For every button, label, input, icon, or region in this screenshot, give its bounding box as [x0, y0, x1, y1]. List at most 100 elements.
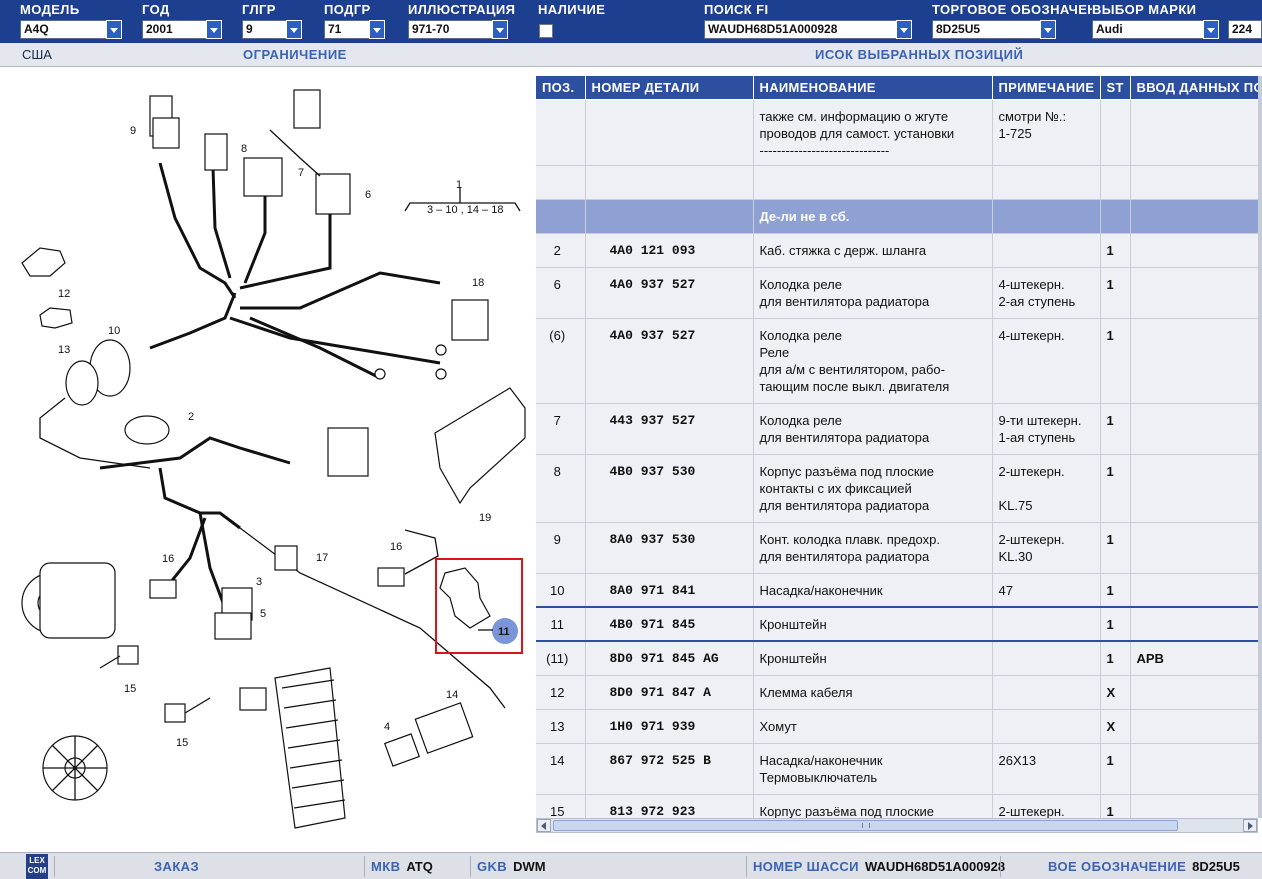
mkb-label: МКВ [371, 859, 401, 874]
diagram-label-15: 15 [124, 683, 136, 695]
illustration-select[interactable]: 971-70 [408, 20, 508, 39]
row-pos: 8 [536, 454, 586, 523]
year-dropdown-icon[interactable] [206, 20, 222, 39]
subgroup-dropdown-icon[interactable] [369, 20, 385, 39]
fi-search-dropdown-icon[interactable] [896, 20, 912, 39]
row-part-number [585, 165, 754, 200]
row-pos: 13 [536, 709, 586, 744]
col-pos-header[interactable]: ПОЗ. [536, 76, 586, 100]
table-row[interactable] [536, 165, 1258, 200]
trade-label: ВОЕ ОБОЗНАЧЕНИЕ [1048, 859, 1187, 874]
trade-name-dropdown-icon[interactable] [1040, 20, 1056, 39]
col-st-header[interactable]: ST [1100, 76, 1131, 100]
row-part-number: 4A0 937 527 [585, 267, 754, 319]
row-input [1130, 573, 1258, 608]
row-pos [536, 99, 586, 166]
row-input [1130, 403, 1258, 455]
extra-field[interactable]: 224 [1228, 20, 1262, 39]
parts-table: ПОЗ. НОМЕР ДЕТАЛИ НАИМЕНОВАНИЕ ПРИМЕЧАНИ… [536, 76, 1258, 818]
diagram-label-9: 9 [130, 125, 136, 137]
row-st: 1 [1100, 641, 1131, 676]
illustration-dropdown-icon[interactable] [492, 20, 508, 39]
selected-part-badge[interactable] [492, 618, 518, 644]
row-pos: 15 [536, 794, 586, 818]
row-name: Корпус разъёма под плоские контакты с их… [753, 454, 993, 523]
row-st: 1 [1100, 267, 1131, 319]
col-name-header[interactable]: НАИМЕНОВАНИЕ [753, 76, 993, 100]
sub-header: США ОГРАНИЧЕНИЕ ИСОК ВЫБРАННЫХ ПОЗИЦИЙ [0, 43, 1262, 67]
brand-dropdown-icon[interactable] [1203, 20, 1219, 39]
parts-table-container[interactable]: ПОЗ. НОМЕР ДЕТАЛИ НАИМЕНОВАНИЕ ПРИМЕЧАНИ… [536, 76, 1258, 818]
lexcom-logo: LEX COM [26, 854, 48, 879]
model-select[interactable]: A4Q [20, 20, 122, 39]
diagram-label-8: 8 [241, 143, 247, 155]
main-group-dropdown-icon[interactable] [286, 20, 302, 39]
row-st: 1 [1100, 573, 1131, 608]
restriction-label[interactable]: ОГРАНИЧЕНИЕ [243, 47, 347, 62]
row-name: Колодка реле Реле для а/м с вентилятором… [753, 318, 993, 404]
row-part-number: 4A0 937 527 [585, 318, 754, 404]
scroll-right-icon[interactable] [1243, 819, 1257, 832]
availability-checkbox[interactable] [539, 24, 553, 38]
table-row[interactable]: также см. информацию о жгуте проводов дл… [536, 99, 1258, 166]
row-input [1130, 233, 1258, 268]
table-header-row: ПОЗ. НОМЕР ДЕТАЛИ НАИМЕНОВАНИЕ ПРИМЕЧАНИ… [536, 76, 1258, 100]
trade-name-select[interactable]: 8D25U5 [932, 20, 1056, 39]
row-note [992, 233, 1101, 268]
filter-year-label: ГОД [142, 2, 170, 17]
row-name: Де-ли не в сб. [753, 199, 993, 234]
row-name: Конт. колодка плавк. предохр. для вентил… [753, 522, 993, 574]
diagram-label-16b: 16 [390, 541, 402, 553]
vertical-scrollbar[interactable] [1258, 76, 1262, 818]
scroll-left-icon[interactable] [537, 819, 551, 832]
row-note: 26X13 [992, 743, 1101, 795]
row-part-number [585, 199, 754, 234]
col-input-header[interactable]: ВВОД ДАННЫХ ПО [1130, 76, 1258, 100]
row-pos: 10 [536, 573, 586, 608]
col-num-header[interactable]: НОМЕР ДЕТАЛИ [585, 76, 754, 100]
row-st [1100, 99, 1131, 166]
row-pos: 9 [536, 522, 586, 574]
diagram-label-19: 19 [479, 512, 491, 524]
row-part-number: 443 937 527 [585, 403, 754, 455]
scroll-thumb[interactable] [553, 820, 1178, 831]
selected-part-highlight [435, 558, 523, 654]
diagram-label-13: 13 [58, 344, 70, 356]
filter-illustration-label: ИЛЛЮСТРАЦИЯ [408, 2, 516, 17]
col-note-header[interactable]: ПРИМЕЧАНИЕ [992, 76, 1101, 100]
diagram-label-15b: 15 [176, 737, 188, 749]
fi-search-select[interactable]: WAUDH68D51A000928 [704, 20, 912, 39]
model-dropdown-icon[interactable] [106, 20, 122, 39]
chassis-label: НОМЕР ШАССИ [753, 859, 859, 874]
selected-list-label: ИСОК ВЫБРАННЫХ ПОЗИЦИЙ [815, 47, 1024, 62]
horizontal-scrollbar[interactable] [536, 818, 1258, 833]
row-part-number: 8D0 971 845 AG [585, 641, 754, 676]
row-name: Кронштейн [753, 606, 993, 642]
row-input [1130, 165, 1258, 200]
row-pos: 2 [536, 233, 586, 268]
row-input [1130, 99, 1258, 166]
diagram-label-17: 17 [316, 552, 328, 564]
section-row[interactable]: Де-ли не в сб. [536, 199, 1258, 234]
row-name: Хомут [753, 709, 993, 744]
row-part-number: 8D0 971 847 A [585, 675, 754, 710]
filter-fi-search-label: ПОИСК FI [704, 2, 769, 17]
order-button[interactable]: ЗАКАЗ [154, 859, 199, 874]
brand-select[interactable]: Audi [1092, 20, 1219, 39]
